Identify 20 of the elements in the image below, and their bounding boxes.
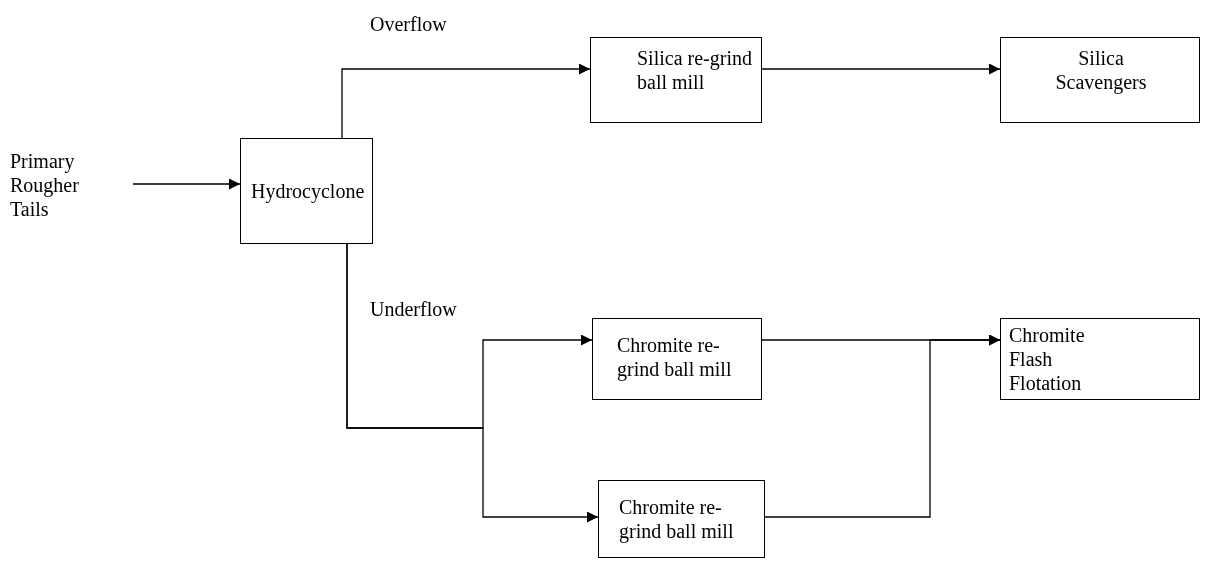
process-box: [1000, 318, 1200, 400]
process-box: [240, 138, 373, 244]
arrow: [764, 334, 1001, 518]
edge-label: Overflow: [370, 12, 447, 36]
box-label: Silica re-grind ball mill: [637, 46, 753, 94]
process-box: [592, 318, 762, 400]
arrow: [761, 63, 1001, 75]
arrow: [346, 243, 599, 523]
box-label: Chromite re-grind ball mill: [619, 495, 735, 543]
box-label: Chromite re-grind ball mill: [617, 333, 733, 381]
process-box: [590, 37, 762, 123]
box-label: Silica Scavengers: [1054, 46, 1148, 94]
box-label: Chromite Flash Flotation: [1009, 323, 1086, 395]
process-box: [598, 480, 765, 558]
box-label: Hydrocyclone: [251, 179, 365, 203]
arrow: [132, 178, 241, 190]
arrow: [341, 63, 591, 139]
input-label: Primary Rougher Tails: [10, 149, 80, 221]
process-box: [1000, 37, 1200, 123]
edge-label: Underflow: [370, 297, 457, 321]
